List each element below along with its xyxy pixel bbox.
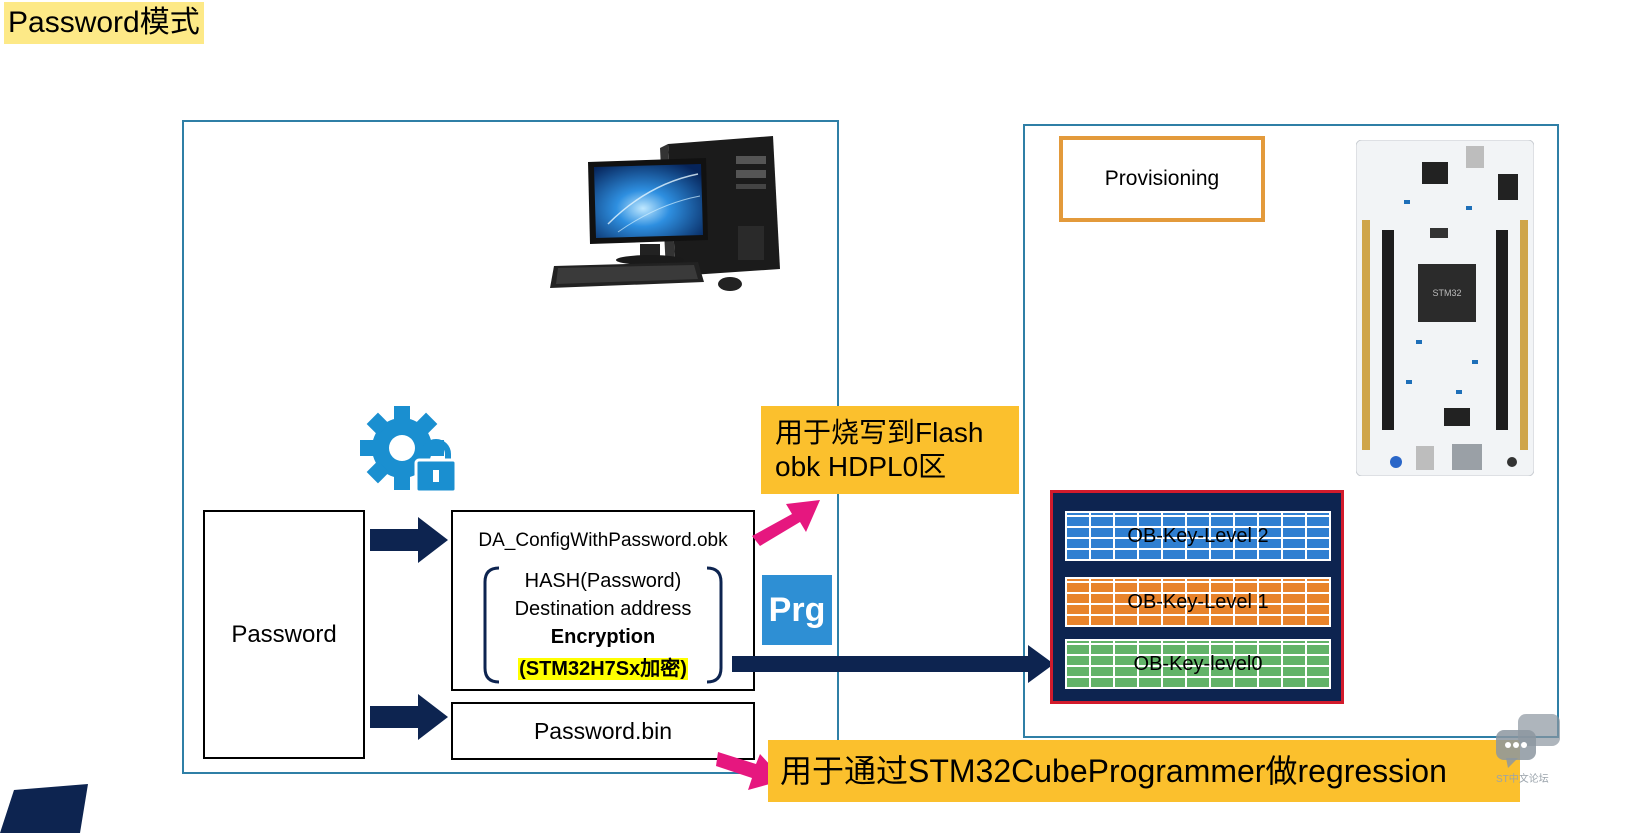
watermark-text: ST中文论坛 — [1496, 774, 1549, 785]
arrow-to-ob-keys — [732, 645, 1054, 683]
ob-key-level-1-label: OB-Key-Level 1 — [1127, 590, 1269, 613]
magenta-arrow-flash — [752, 500, 820, 546]
prg-programmer-icon: Prg — [762, 575, 832, 645]
ob-key-container: OB-Key-Level 2 OB-Key-Level 1 OB-Key-lev… — [1050, 490, 1344, 704]
arrow-to-obk — [370, 517, 448, 563]
provisioning-label: Provisioning — [1104, 167, 1220, 190]
regression-note: 用于通过STM32CubeProgrammer做regression — [768, 740, 1520, 802]
ob-key-level-0-label: OB-Key-level0 — [1133, 652, 1263, 675]
provisioning-box: Provisioning — [1059, 136, 1265, 222]
password-label: Password — [231, 620, 337, 648]
nucleo-board-image: STM32 — [1356, 140, 1534, 476]
right-bracket — [706, 566, 723, 684]
regression-note-text: 用于通过STM32CubeProgrammer做regression — [780, 753, 1447, 789]
prg-badge-label: Prg — [768, 590, 826, 629]
device-frame — [1023, 124, 1559, 738]
ob-key-level-0: OB-Key-level0 — [1065, 639, 1331, 689]
encryption-note: (STM32H7Sx加密) — [518, 658, 688, 680]
password-bin-label: Password.bin — [533, 717, 673, 744]
ob-key-level-1: OB-Key-Level 1 — [1065, 577, 1331, 627]
obk-file-box: DA_ConfigWithPassword.obk HASH(Password)… — [451, 510, 755, 691]
ob-key-level-2-label: OB-Key-Level 2 — [1127, 524, 1269, 547]
desktop-computer-icon — [550, 136, 780, 291]
svg-text:STM32: STM32 — [1432, 288, 1461, 298]
ob-key-level-2: OB-Key-Level 2 — [1065, 511, 1331, 561]
encryption-note-wrap: (STM32H7Sx加密) — [453, 652, 753, 681]
magenta-arrow-regression — [716, 752, 784, 790]
page-title: Password模式 — [4, 2, 204, 44]
flash-note-line-2: obk HDPL0区 — [775, 451, 947, 482]
arrow-to-bin — [370, 694, 448, 740]
hash-line: HASH(Password) — [524, 570, 682, 592]
left-bracket — [483, 566, 500, 684]
gear-lock-icon — [360, 406, 458, 494]
st-logo-icon — [0, 784, 88, 833]
obk-filename: DA_ConfigWithPassword.obk — [478, 530, 728, 551]
flash-note: 用于烧写到Flash obk HDPL0区 — [761, 406, 1019, 494]
password-box: Password — [203, 510, 365, 759]
encryption-line: Encryption — [550, 626, 656, 648]
destination-line: Destination address — [514, 598, 692, 620]
password-bin-box: Password.bin — [451, 702, 755, 760]
flash-note-line-1: 用于烧写到Flash — [775, 417, 984, 448]
chat-bubble-icon — [1496, 714, 1560, 768]
